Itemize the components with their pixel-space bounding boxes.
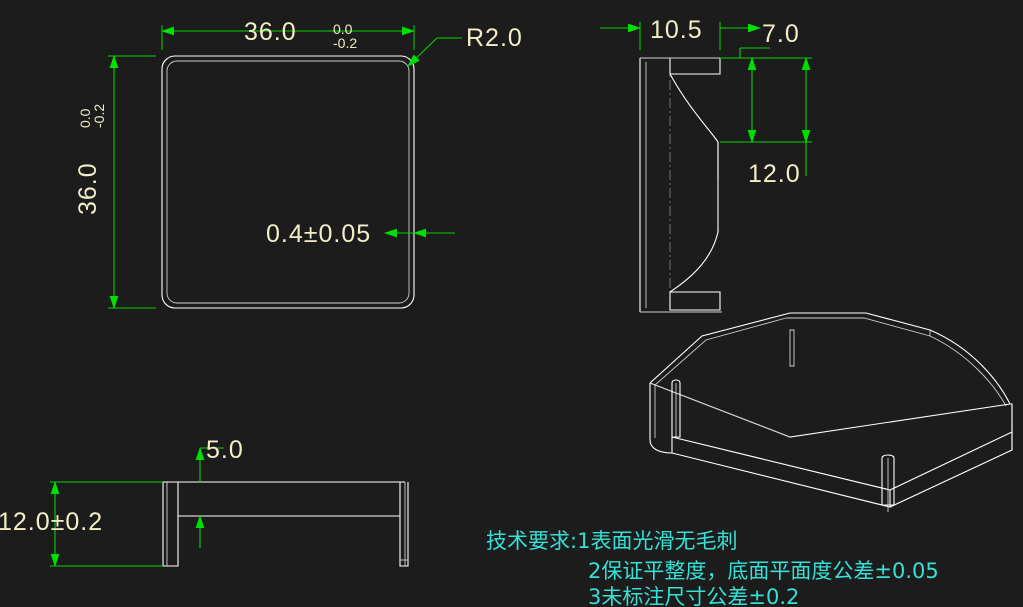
dim-top-width: 36.0 xyxy=(244,18,297,46)
note-line-2: 2保证平整度，底面平面度公差±0.05 xyxy=(588,559,939,583)
dim-top-height-tol-lower: -0.2 xyxy=(91,104,107,128)
view-side: 10.5 7.0 12.0 xyxy=(600,16,812,313)
dim-top-height-tol-upper: 0.0 xyxy=(77,108,93,128)
dim-top-width-tol-lower: -0.2 xyxy=(333,35,357,51)
note-line-1: 1表面光滑无毛刺 xyxy=(577,529,737,553)
dim-corner-radius: R2.0 xyxy=(466,24,523,52)
dim-top-width-tol-upper: 0.0 xyxy=(333,21,353,37)
dim-front-height: 12.0±0.2 xyxy=(0,508,103,536)
dim-side-notch-height: 7.0 xyxy=(762,20,800,48)
view-top: 36.0 0.0 -0.2 36.0 0.0 -0.2 R2.0 0.4± xyxy=(74,18,523,310)
svg-text:技术要求:1表面光滑无毛刺: 技术要求:1表面光滑无毛刺 xyxy=(486,529,737,553)
view-front: 12.0±0.2 5.0 xyxy=(0,436,409,568)
view-isometric xyxy=(649,312,1013,512)
dim-side-total-height: 12.0 xyxy=(748,160,801,188)
dim-side-width: 10.5 xyxy=(650,16,703,44)
dim-front-step: 5.0 xyxy=(206,436,244,464)
note-line-3: 3未标注尺寸公差±0.2 xyxy=(588,585,799,607)
technical-notes: 技术要求:1表面光滑无毛刺 2保证平整度，底面平面度公差±0.05 3未标注尺寸… xyxy=(486,529,939,607)
dim-wall-thickness: 0.4±0.05 xyxy=(266,220,371,248)
note-heading: 技术要求: xyxy=(486,529,577,553)
dim-top-height: 36.0 xyxy=(74,162,102,215)
